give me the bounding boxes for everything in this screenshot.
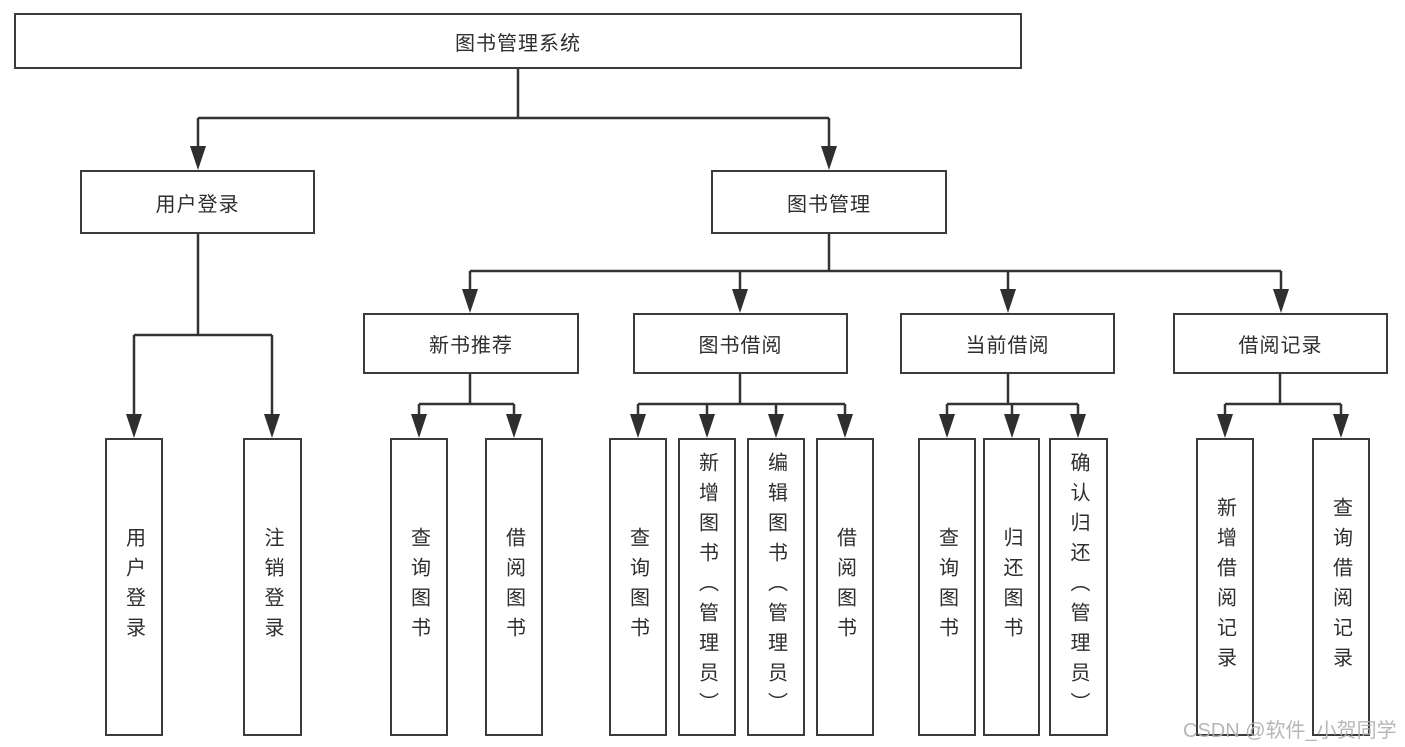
leaf-borrow-books-1-label: 借阅图书: [502, 527, 525, 647]
arrowhead: [1217, 414, 1233, 438]
leaf-borrow-books-2: 借阅图书: [816, 438, 874, 736]
leaf-logout-label: 注销登录: [261, 527, 283, 647]
node-borrow-record: 借阅记录: [1173, 313, 1388, 374]
leaf-confirm-return-admin-label: 确认归还（管理员）: [1067, 452, 1089, 722]
leaf-borrow-books-1: 借阅图书: [485, 438, 543, 736]
node-book-borrow-label: 图书借阅: [698, 335, 783, 357]
arrowhead: [1070, 414, 1086, 438]
edge-book-borrow-branch: [636, 374, 847, 432]
arrowhead: [126, 414, 142, 438]
leaf-add-borrow-record: 新增借阅记录: [1196, 438, 1254, 736]
node-user-login-label: 用户登录: [155, 193, 240, 216]
arrowhead: [506, 414, 522, 438]
leaf-add-books-admin-label: 新增图书（管理员）: [695, 452, 718, 722]
arrowhead: [837, 414, 853, 438]
node-new-book-recommend-label: 新书推荐: [429, 335, 513, 357]
node-new-book-recommend: 新书推荐: [363, 313, 579, 374]
arrowhead: [699, 414, 715, 438]
leaf-logout: 注销登录: [243, 438, 302, 736]
leaf-return-books-label: 归还图书: [1000, 527, 1022, 647]
leaf-confirm-return-admin: 确认归还（管理员）: [1049, 438, 1108, 736]
arrowhead: [411, 414, 427, 438]
edge-root-to-level2: [196, 69, 831, 166]
node-root: 图书管理系统: [14, 13, 1022, 69]
leaf-query-books-1-label: 查询图书: [407, 527, 430, 647]
arrowhead: [732, 289, 748, 313]
arrowhead: [821, 146, 837, 170]
node-user-login: 用户登录: [80, 170, 315, 234]
arrowhead: [1004, 414, 1020, 438]
edge-new-book-branch: [417, 374, 516, 432]
leaf-return-books: 归还图书: [983, 438, 1040, 736]
edge-book-mgmt-branch: [468, 234, 1283, 308]
leaf-edit-books-admin-label: 编辑图书（管理员）: [764, 452, 787, 722]
arrowhead: [462, 289, 478, 313]
arrowhead: [264, 414, 280, 438]
csdn-watermark: CSDN @软件_小贺同学: [1183, 720, 1397, 742]
leaf-query-books-2-label: 查询图书: [626, 527, 649, 647]
arrowhead: [768, 414, 784, 438]
leaf-user-login-label: 用户登录: [122, 527, 145, 647]
leaf-query-books-2: 查询图书: [609, 438, 667, 736]
leaf-add-borrow-record-label: 新增借阅记录: [1213, 497, 1236, 677]
node-book-borrow: 图书借阅: [633, 313, 848, 374]
arrowhead: [190, 146, 206, 170]
node-root-label: 图书管理系统: [455, 32, 581, 55]
leaf-query-books-1: 查询图书: [390, 438, 448, 736]
arrowhead: [939, 414, 955, 438]
arrowhead: [1333, 414, 1349, 438]
node-borrow-record-label: 借阅记录: [1238, 335, 1323, 357]
leaf-query-borrow-record: 查询借阅记录: [1312, 438, 1370, 736]
node-current-borrow: 当前借阅: [900, 313, 1115, 374]
leaf-user-login: 用户登录: [105, 438, 163, 736]
arrowheads: [126, 146, 1349, 438]
edge-borrow-record-branch: [1223, 374, 1343, 432]
node-current-borrow-label: 当前借阅: [965, 335, 1050, 357]
node-book-mgmt: 图书管理: [711, 170, 947, 234]
leaf-add-books-admin: 新增图书（管理员）: [678, 438, 736, 736]
arrowhead: [1000, 289, 1016, 313]
arrowhead: [1273, 289, 1289, 313]
node-book-mgmt-label: 图书管理: [787, 193, 871, 216]
leaf-edit-books-admin: 编辑图书（管理员）: [747, 438, 805, 736]
edge-user-login-branch: [132, 234, 274, 432]
leaf-query-borrow-record-label: 查询借阅记录: [1329, 497, 1352, 677]
leaf-query-books-3-label: 查询图书: [935, 527, 958, 647]
leaf-query-books-3: 查询图书: [918, 438, 976, 736]
arrowhead: [630, 414, 646, 438]
leaf-borrow-books-2-label: 借阅图书: [833, 527, 856, 647]
